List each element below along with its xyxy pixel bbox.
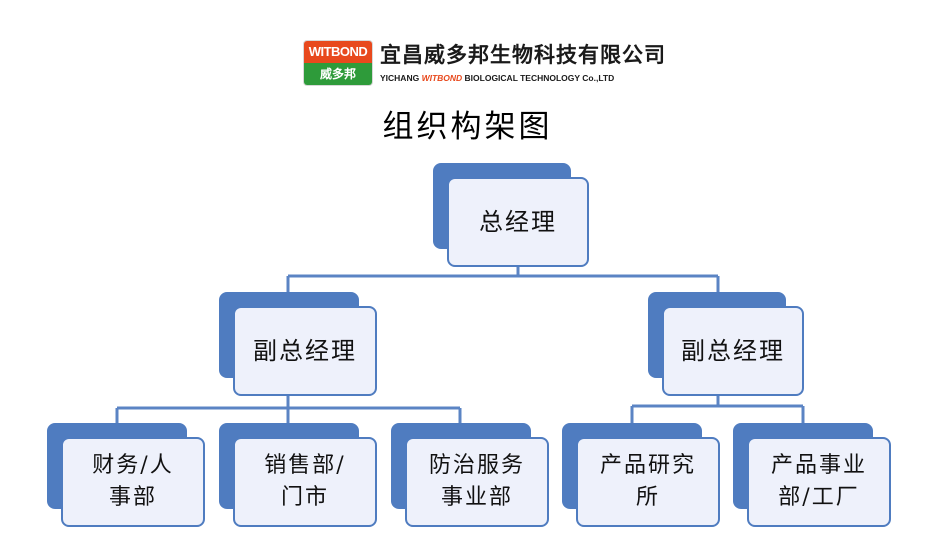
diagram-title: 组织构架图 xyxy=(382,109,553,145)
org-node-finance-hr: 财务/人事部 xyxy=(47,423,205,527)
company-header: WITBOND 威多邦 宜昌威多邦生物科技有限公司 YICHANG WITBON… xyxy=(0,0,935,100)
node-label-line2: 事业部 xyxy=(440,485,513,510)
org-node-sales: 销售部/门市 xyxy=(219,423,377,527)
node-label-line1: 财务/人 xyxy=(92,453,174,478)
company-name-en-brand: WITBOND xyxy=(421,73,463,83)
logo-chinese-text: 威多邦 xyxy=(304,63,372,85)
node-label-line1: 产品事业 xyxy=(770,453,867,478)
node-label-line2: 事部 xyxy=(108,485,157,510)
node-label-line2: 门市 xyxy=(280,485,329,510)
node-box: 销售部/门市 xyxy=(233,437,377,527)
node-box: 副总经理 xyxy=(233,306,377,396)
node-box: 总经理 xyxy=(447,177,589,267)
node-label-line2: 所 xyxy=(635,485,660,510)
node-label: 财务/人事部 xyxy=(92,450,173,514)
node-box: 财务/人事部 xyxy=(61,437,205,527)
company-name-english: YICHANG WITBOND BIOLOGICAL TECHNOLOGY Co… xyxy=(380,71,680,85)
node-label: 产品研究所 xyxy=(600,450,696,514)
node-box: 产品研究所 xyxy=(576,437,720,527)
company-name-chinese: 宜昌威多邦生物科技有限公司 xyxy=(380,43,666,67)
node-label: 副总经理 xyxy=(681,337,785,365)
org-node-deputy-gm-right: 副总经理 xyxy=(648,292,804,396)
node-label-line2: 部/工厂 xyxy=(778,485,860,510)
node-box: 副总经理 xyxy=(662,306,804,396)
node-label: 副总经理 xyxy=(253,337,357,365)
org-node-pest-control-services: 防治服务事业部 xyxy=(391,423,549,527)
node-label: 销售部/门市 xyxy=(264,450,345,514)
node-label-line1: 防治服务 xyxy=(428,453,525,478)
node-label: 防治服务事业部 xyxy=(429,450,525,514)
company-logo: WITBOND 威多邦 xyxy=(303,40,373,86)
node-box: 防治服务事业部 xyxy=(405,437,549,527)
node-label: 总经理 xyxy=(479,208,557,236)
node-box: 产品事业部/工厂 xyxy=(747,437,891,527)
company-name-en-suffix: BIOLOGICAL TECHNOLOGY Co.,LTD xyxy=(462,73,615,83)
node-label: 产品事业部/工厂 xyxy=(771,450,867,514)
org-node-general-manager: 总经理 xyxy=(433,163,589,267)
company-name-en-prefix: YICHANG xyxy=(380,73,422,83)
org-node-product-research: 产品研究所 xyxy=(562,423,720,527)
node-label-line1: 产品研究 xyxy=(599,453,696,478)
logo-brand-text: WITBOND xyxy=(304,41,372,63)
node-label-line1: 销售部/ xyxy=(264,453,346,478)
org-node-production-factory: 产品事业部/工厂 xyxy=(733,423,891,527)
org-node-deputy-gm-left: 副总经理 xyxy=(219,292,377,396)
